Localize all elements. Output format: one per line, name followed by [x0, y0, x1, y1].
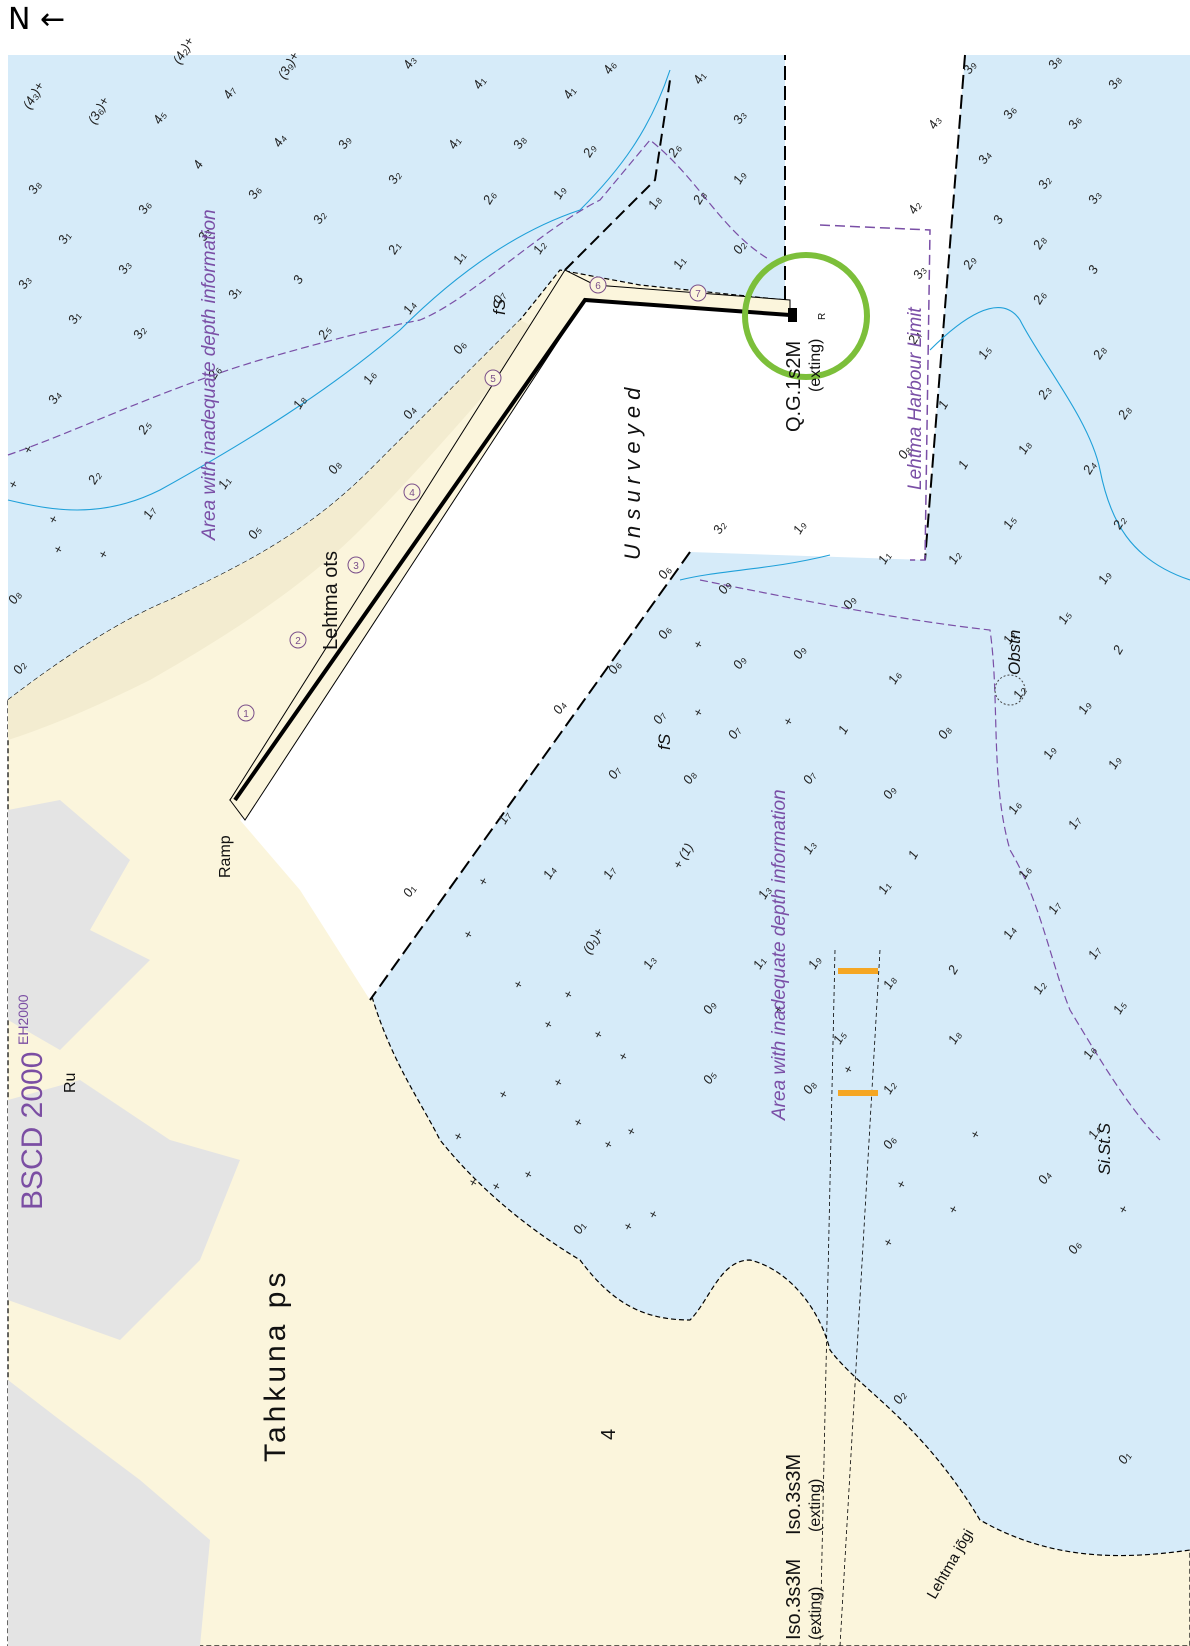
vertical-datum: BSCD 2000: [16, 1052, 49, 1210]
pier-marker-label: 7: [695, 289, 701, 300]
seabed-silt-stone-sand: Si.St.S: [1095, 1122, 1114, 1175]
pier-marker-circle: [484, 369, 502, 387]
pier-edge: [233, 297, 791, 802]
leading-mark-1: [838, 968, 878, 974]
depth-info-boundary-1: [7, 139, 771, 456]
light-2-sub: (exting): [807, 1479, 824, 1532]
sounding: 2₂: [1109, 513, 1129, 532]
area-warning-south: Area with inadequate depth information: [769, 789, 790, 1121]
place-lehtma-ots: Lehtma ots: [320, 551, 342, 650]
depth-contour-2m: [7, 69, 671, 511]
ruin-label: Ru: [62, 1073, 79, 1093]
pier-marker-label: 1: [243, 709, 249, 720]
pier-marker-circle: [589, 276, 607, 294]
pier-marker-label: 6: [595, 281, 601, 292]
depth-contour-2m-south: [679, 554, 831, 581]
seabed-fS-north: fS: [490, 298, 509, 315]
harbour-limit-label: Lehtma Harbour Limit: [905, 307, 926, 490]
light-2-label: Iso.3s3M: [783, 1454, 805, 1535]
vertical-datum-sup: EH2000: [15, 994, 31, 1045]
pier-marker-circle: [689, 284, 707, 302]
harbour-limit-line: [819, 224, 931, 561]
sounding: 2₃: [1034, 383, 1054, 402]
channel-edge: [564, 79, 671, 271]
beach-area: [8, 320, 540, 740]
seabed-fS-south: fS: [655, 733, 674, 750]
built-up-area-1: [8, 800, 150, 1050]
red-mark-label: R: [817, 313, 828, 320]
number-4-label: 4: [598, 1429, 620, 1440]
leading-mark-2: [838, 1090, 878, 1096]
pier-marker-circle: [237, 704, 255, 722]
pier-marker-label: 5: [490, 374, 496, 385]
light-3-label: Iso.3s3M: [783, 1559, 805, 1640]
pier-marker-circle: [347, 556, 365, 574]
obstruction-circle: [994, 674, 1026, 706]
pier-marker-circle: [403, 483, 421, 501]
pier-marker-label: 3: [353, 561, 359, 572]
built-up-area-2: [8, 1080, 240, 1340]
sounding: 2₂: [84, 468, 104, 487]
sounding: 2₉: [579, 141, 599, 160]
place-tahkuna-ps: Tahkuna ps: [259, 1269, 292, 1462]
depth-info-boundary-2: [699, 579, 1161, 1141]
ramp-label: Ramp: [217, 835, 234, 878]
sounding: 2₄: [1079, 458, 1099, 477]
limit-line-2: [924, 54, 966, 561]
sounding: 2₄: [904, 328, 924, 347]
limit-line-3: [369, 551, 691, 1001]
highlight-circle: [742, 252, 870, 380]
obstruction-label: Obstn: [1005, 630, 1024, 675]
unsurveyed-label: U n s u r v e y e d: [620, 387, 645, 560]
light-3-sub: (exting): [807, 1587, 824, 1640]
pier-marker-label: 4: [409, 488, 415, 499]
pier-marker-label: 2: [295, 636, 301, 647]
pier-marker-circle: [289, 631, 307, 649]
land-area: [7, 269, 1190, 1646]
built-up-area-3: [8, 1380, 210, 1646]
depth-contour-2m-east: [929, 307, 1190, 581]
north-arrow: N ←: [8, 2, 66, 37]
sounding: 2₉: [959, 253, 979, 272]
area-warning-north: Area with inadequate depth information: [199, 209, 220, 541]
pier: [229, 269, 791, 821]
light-1-label: Q.G.1s2M: [783, 341, 805, 432]
unsurveyed-area: [240, 55, 965, 1000]
light-symbol-1: [788, 308, 797, 322]
light-1-sub: (exting): [807, 339, 824, 392]
pier-markers: 1 2 3 4 5 6 7: [237, 276, 707, 722]
